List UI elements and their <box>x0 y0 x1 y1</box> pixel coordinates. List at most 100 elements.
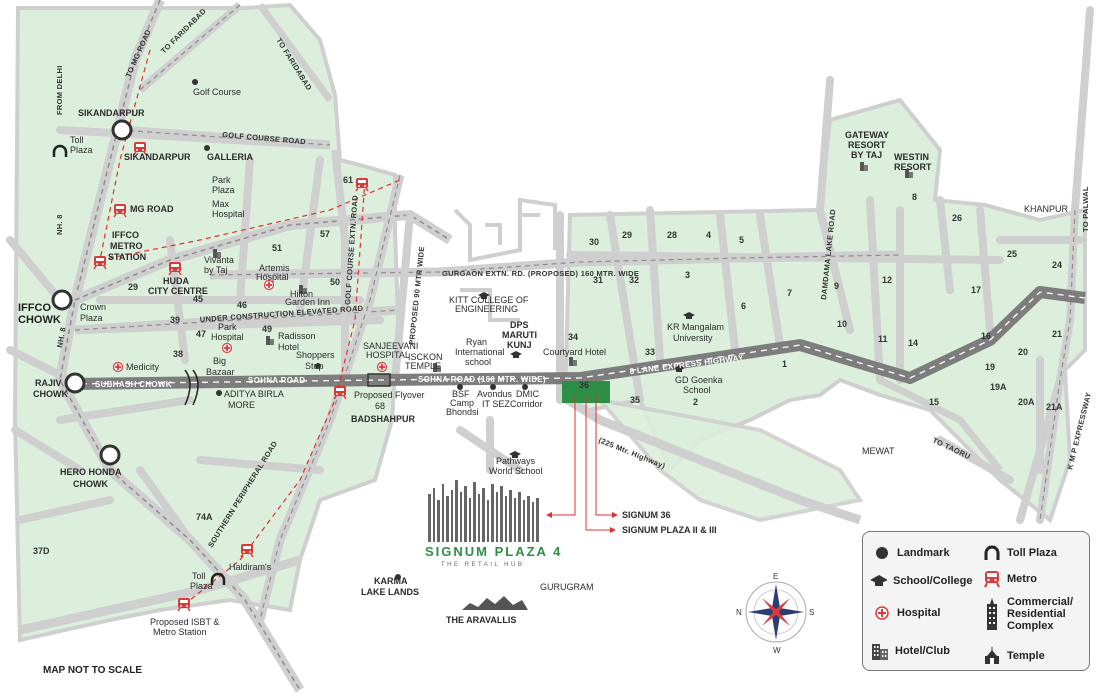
svg-text:KUNJ: KUNJ <box>507 340 532 350</box>
sector-label: 9 <box>834 281 839 291</box>
svg-text:Plaza: Plaza <box>70 145 93 155</box>
map-legend: Landmark Toll Plaza School/College Metro… <box>862 531 1090 671</box>
svg-text:World School: World School <box>489 466 542 476</box>
legend-item-school: School/College <box>869 572 972 590</box>
svg-text:THE RETAIL HUB: THE RETAIL HUB <box>441 562 524 568</box>
sector-label: 61 <box>343 175 353 185</box>
sector-label: 20A <box>1018 397 1035 407</box>
svg-text:SOHNA ROAD (160 MTR. WIDE): SOHNA ROAD (160 MTR. WIDE) <box>418 375 546 384</box>
svg-text:GURUGRAM: GURUGRAM <box>540 582 594 592</box>
building-complex-icon <box>983 597 1001 631</box>
metro-lines <box>99 49 401 601</box>
svg-text:Metro Station: Metro Station <box>153 627 207 637</box>
sector-label: 36 <box>579 380 589 390</box>
legend-item-hotel: Hotel/Club <box>871 642 950 660</box>
svg-text:TEMPLE: TEMPLE <box>405 361 441 371</box>
svg-text:ENGINEERING: ENGINEERING <box>455 304 518 314</box>
svg-text:Vivanta: Vivanta <box>204 255 234 265</box>
svg-text:KITT COLLEGE OF: KITT COLLEGE OF <box>449 295 529 305</box>
svg-text:Plaza: Plaza <box>190 581 213 591</box>
sector-label: 35 <box>630 395 640 405</box>
landmark-dots <box>192 79 528 580</box>
sector-label: 45 <box>193 294 203 304</box>
svg-text:BSF: BSF <box>452 389 470 399</box>
svg-text:Haldiram's: Haldiram's <box>229 562 272 572</box>
label-rajiv-chowk: RAJIV <box>35 378 62 388</box>
svg-text:RESORT: RESORT <box>894 162 932 172</box>
svg-text:SUBHASH CHOWK: SUBHASH CHOWK <box>95 380 172 389</box>
sector-label: 2 <box>693 397 698 407</box>
sector-label: 28 <box>667 230 677 240</box>
sector-label: 21A <box>1046 402 1063 412</box>
sector-label: 8 <box>912 192 917 202</box>
svg-text:KR Mangalam: KR Mangalam <box>667 322 724 332</box>
svg-text:Artemis: Artemis <box>259 263 290 273</box>
svg-text:Proposed ISBT &: Proposed ISBT & <box>150 617 219 627</box>
svg-text:by Taj: by Taj <box>204 265 227 275</box>
svg-text:Garden Inn: Garden Inn <box>285 297 330 307</box>
sector-label: 46 <box>237 300 247 310</box>
svg-text:Corridor: Corridor <box>510 399 543 409</box>
svg-text:Proposed Flyover: Proposed Flyover <box>354 390 425 400</box>
svg-text:Radisson: Radisson <box>278 331 316 341</box>
svg-text:Medicity: Medicity <box>126 362 160 372</box>
svg-text:ISCKON: ISCKON <box>408 352 443 362</box>
svg-text:CHOWK: CHOWK <box>18 314 61 326</box>
sector-label: 51 <box>272 243 282 253</box>
svg-text:Hilton: Hilton <box>290 289 313 299</box>
svg-text:Pathways: Pathways <box>496 456 536 466</box>
svg-text:Park: Park <box>218 322 237 332</box>
svg-text:CHOWK: CHOWK <box>73 479 108 489</box>
svg-text:Plaza: Plaza <box>212 185 235 195</box>
sector-label: 12 <box>882 275 892 285</box>
svg-text:Bazaar: Bazaar <box>206 367 235 377</box>
svg-text:GD Goenka: GD Goenka <box>675 375 723 385</box>
svg-text:Hospital: Hospital <box>256 272 289 282</box>
sector-label: 14 <box>908 338 918 348</box>
sector-label: 4 <box>706 230 711 240</box>
mountain-icon <box>462 596 528 610</box>
svg-text:CITY CENTRE: CITY CENTRE <box>148 286 208 296</box>
svg-text:Stop: Stop <box>305 361 324 371</box>
svg-text:Crown: Crown <box>80 302 106 312</box>
svg-text:THE ARAVALLIS: THE ARAVALLIS <box>446 615 516 625</box>
svg-text:BY TAJ: BY TAJ <box>851 150 882 160</box>
svg-text:MORE: MORE <box>228 400 255 410</box>
signum-36-plot[interactable] <box>562 381 610 403</box>
sector-label: 29 <box>128 282 138 292</box>
legend-item-commercial: Commercial/ Residential Complex <box>983 596 1083 632</box>
svg-text:TO PALWAL: TO PALWAL <box>1081 186 1090 232</box>
callout-signum-plaza-2-3: SIGNUM PLAZA II & III <box>622 525 717 535</box>
sector-numbers: 29 57 61 51 50 45 46 39 47 49 38 30 29 2… <box>33 175 1063 556</box>
hotel-building-icon <box>871 642 889 660</box>
sector-label: 33 <box>645 347 655 357</box>
landmark-dot-icon <box>873 544 891 562</box>
svg-text:68: 68 <box>375 401 385 411</box>
svg-text:E: E <box>773 572 778 581</box>
project-callout-lines <box>552 395 612 531</box>
svg-text:Courtyard Hotel: Courtyard Hotel <box>543 347 606 357</box>
sector-label: 6 <box>741 301 746 311</box>
label-galleria: GALLERIA <box>207 152 253 162</box>
hospital-cross-icon <box>112 361 124 373</box>
label-sikandarpur-metro: SIKANDARPUR <box>124 152 191 162</box>
sector-label: 29 <box>622 230 632 240</box>
svg-text:GURGAON EXTN. RD. (PROPOSED) 1: GURGAON EXTN. RD. (PROPOSED) 160 MTR. WI… <box>442 269 639 278</box>
svg-text:University: University <box>673 333 713 343</box>
sector-label: 21 <box>1052 329 1062 339</box>
svg-text:DPS: DPS <box>510 320 529 330</box>
sector-label: 3 <box>685 270 690 280</box>
label-golf-course: Golf Course <box>193 87 241 97</box>
legend-item-hospital: Hospital <box>873 604 940 622</box>
svg-text:BADSHAHPUR: BADSHAHPUR <box>351 414 416 424</box>
sector-label: 5 <box>739 235 744 245</box>
sector-label: 15 <box>929 397 939 407</box>
sector-label: 1 <box>782 359 787 369</box>
svg-text:DMIC: DMIC <box>516 389 539 399</box>
svg-text:RESORT: RESORT <box>848 140 886 150</box>
svg-text:Toll: Toll <box>192 571 206 581</box>
sector-label: 47 <box>196 329 206 339</box>
flyover-marker <box>367 373 391 387</box>
temple-icon <box>983 647 1001 665</box>
sector-label: 10 <box>837 319 847 329</box>
